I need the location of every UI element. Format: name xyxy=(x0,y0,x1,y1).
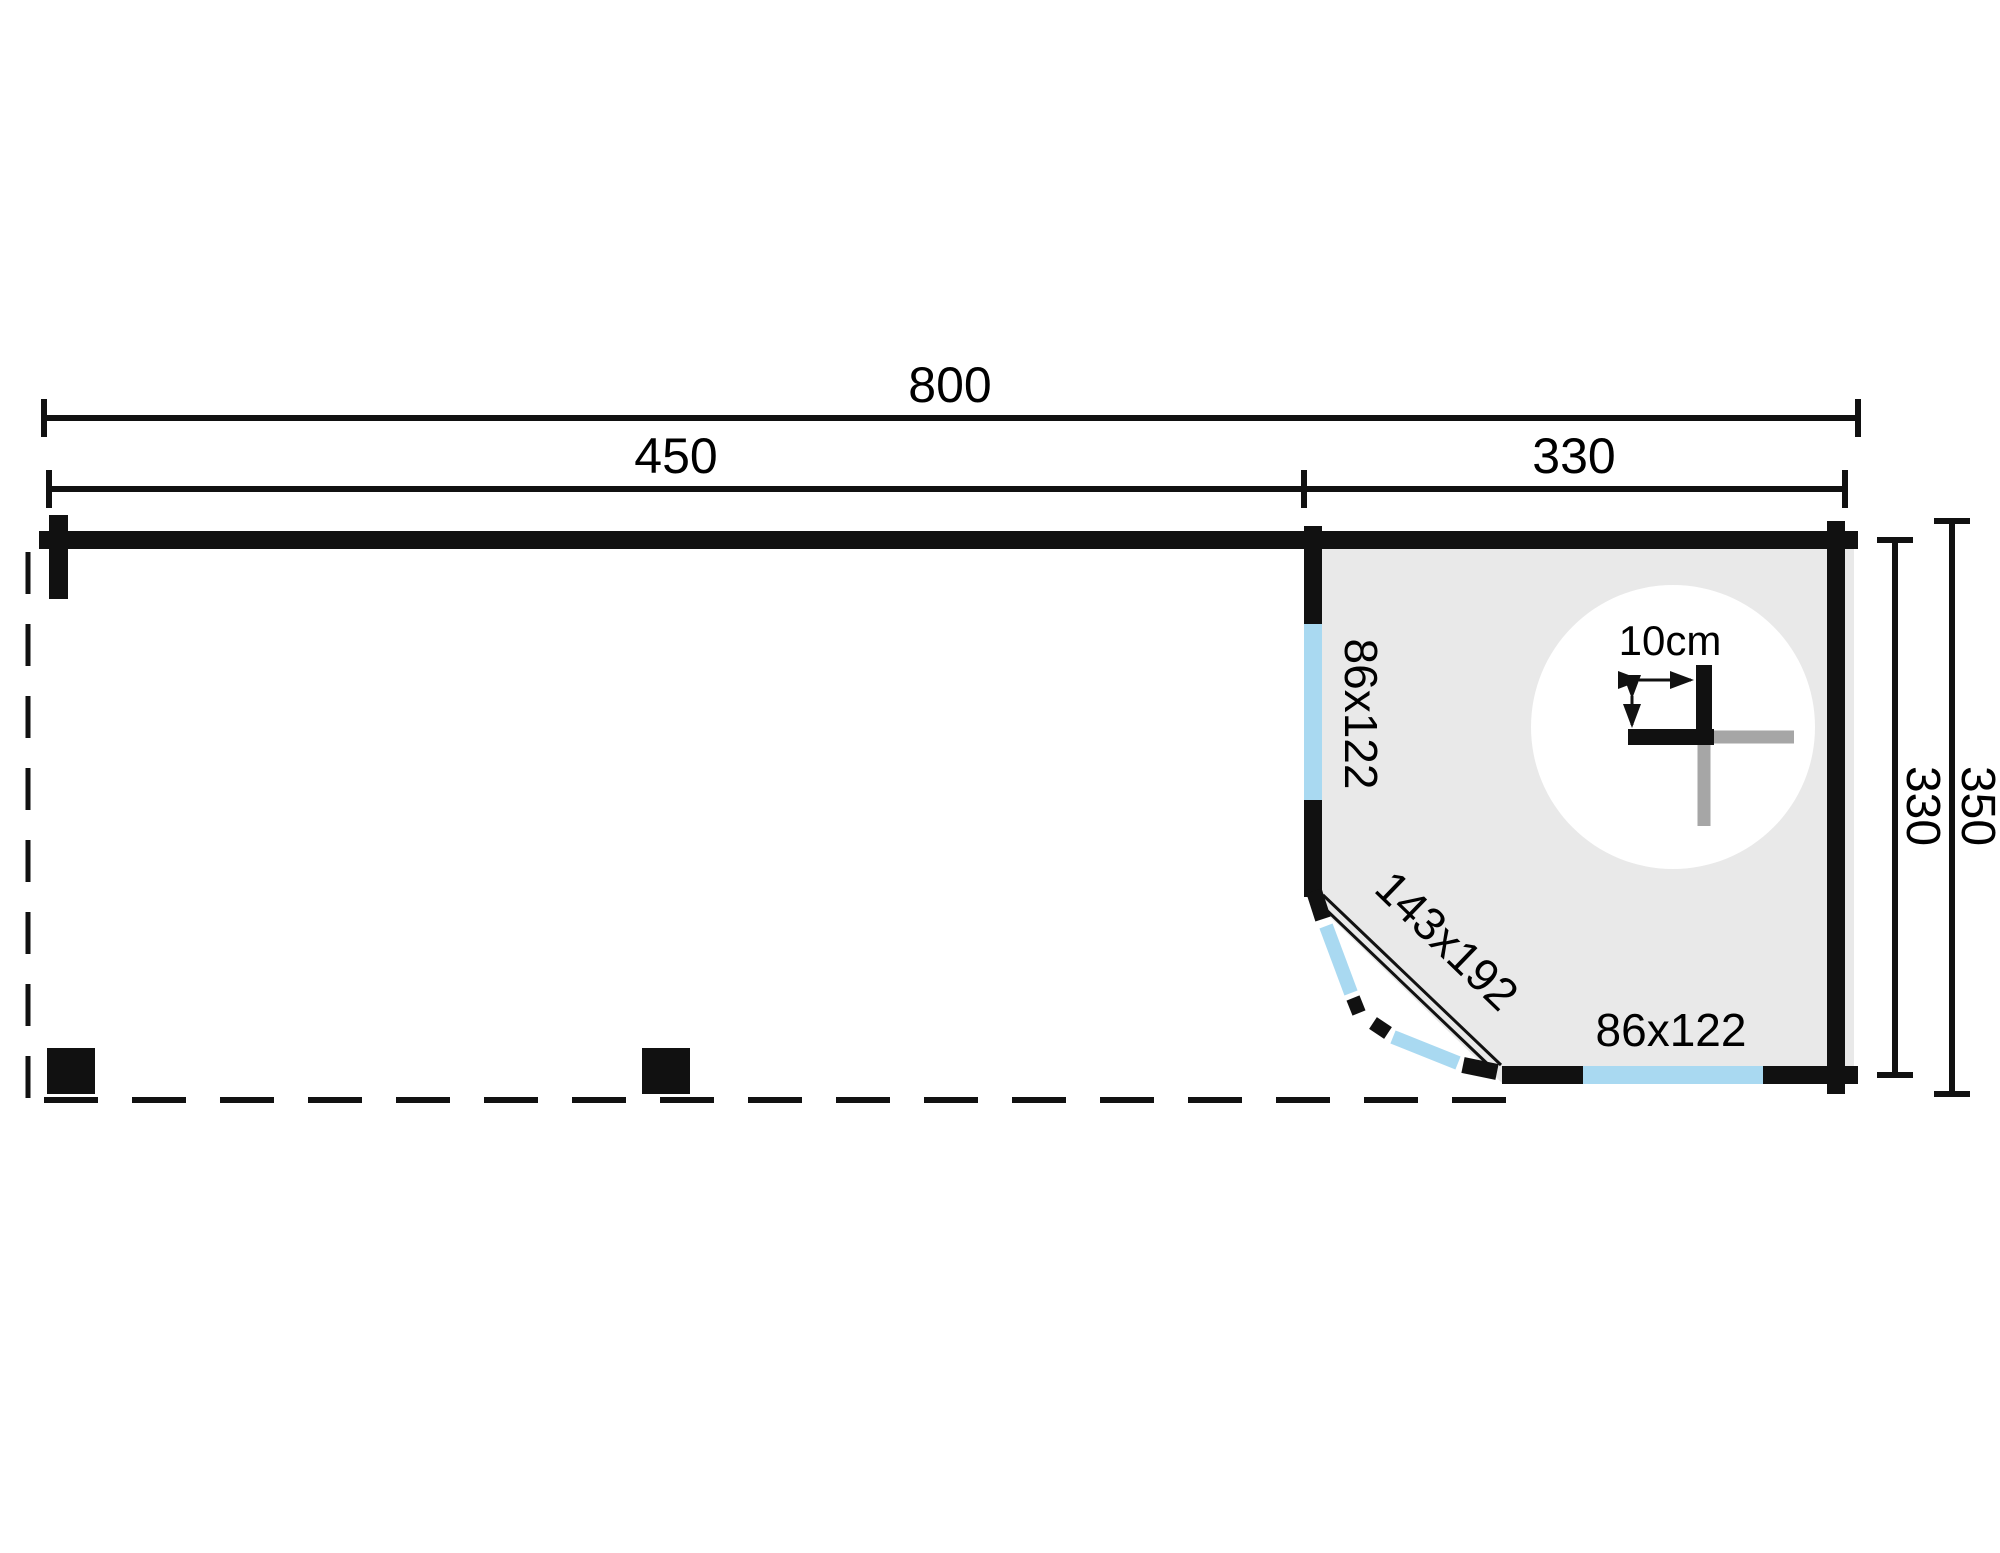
top-dimensions: 800 450 330 xyxy=(41,357,1861,508)
overall-width-label: 800 xyxy=(908,357,991,413)
door-frame-bottom-cap xyxy=(1461,1057,1499,1080)
door-hinge-upper xyxy=(1346,995,1366,1016)
corner-door xyxy=(1306,888,1503,1080)
detail-circle xyxy=(1531,585,1815,869)
wall-thickness-label: 10cm xyxy=(1619,617,1722,664)
door-plane-line-outer xyxy=(1315,899,1497,1073)
veranda-width-label: 450 xyxy=(634,428,717,484)
veranda-post-middle xyxy=(642,1048,690,1094)
veranda-area xyxy=(25,552,1520,1103)
cabin-depth-label: 330 xyxy=(1896,766,1949,846)
front-window-label: 86x122 xyxy=(1596,1004,1747,1056)
wall-detail-callout: 10cm xyxy=(1531,585,1815,869)
door-plane-line-inner xyxy=(1321,893,1503,1067)
door-hinge-lower xyxy=(1369,1017,1392,1039)
back-wall-left-post xyxy=(49,515,68,599)
door-leaf-upper xyxy=(1319,923,1358,996)
cabin-width-label: 330 xyxy=(1532,428,1615,484)
side-window-label: 86x122 xyxy=(1335,639,1387,790)
right-dimensions: 330 350 xyxy=(1877,518,2000,1097)
door-leaf-lower xyxy=(1390,1030,1461,1070)
veranda-post-left xyxy=(47,1048,95,1094)
total-depth-label: 350 xyxy=(1951,766,2000,846)
door-frame-top-cap xyxy=(1306,888,1331,922)
